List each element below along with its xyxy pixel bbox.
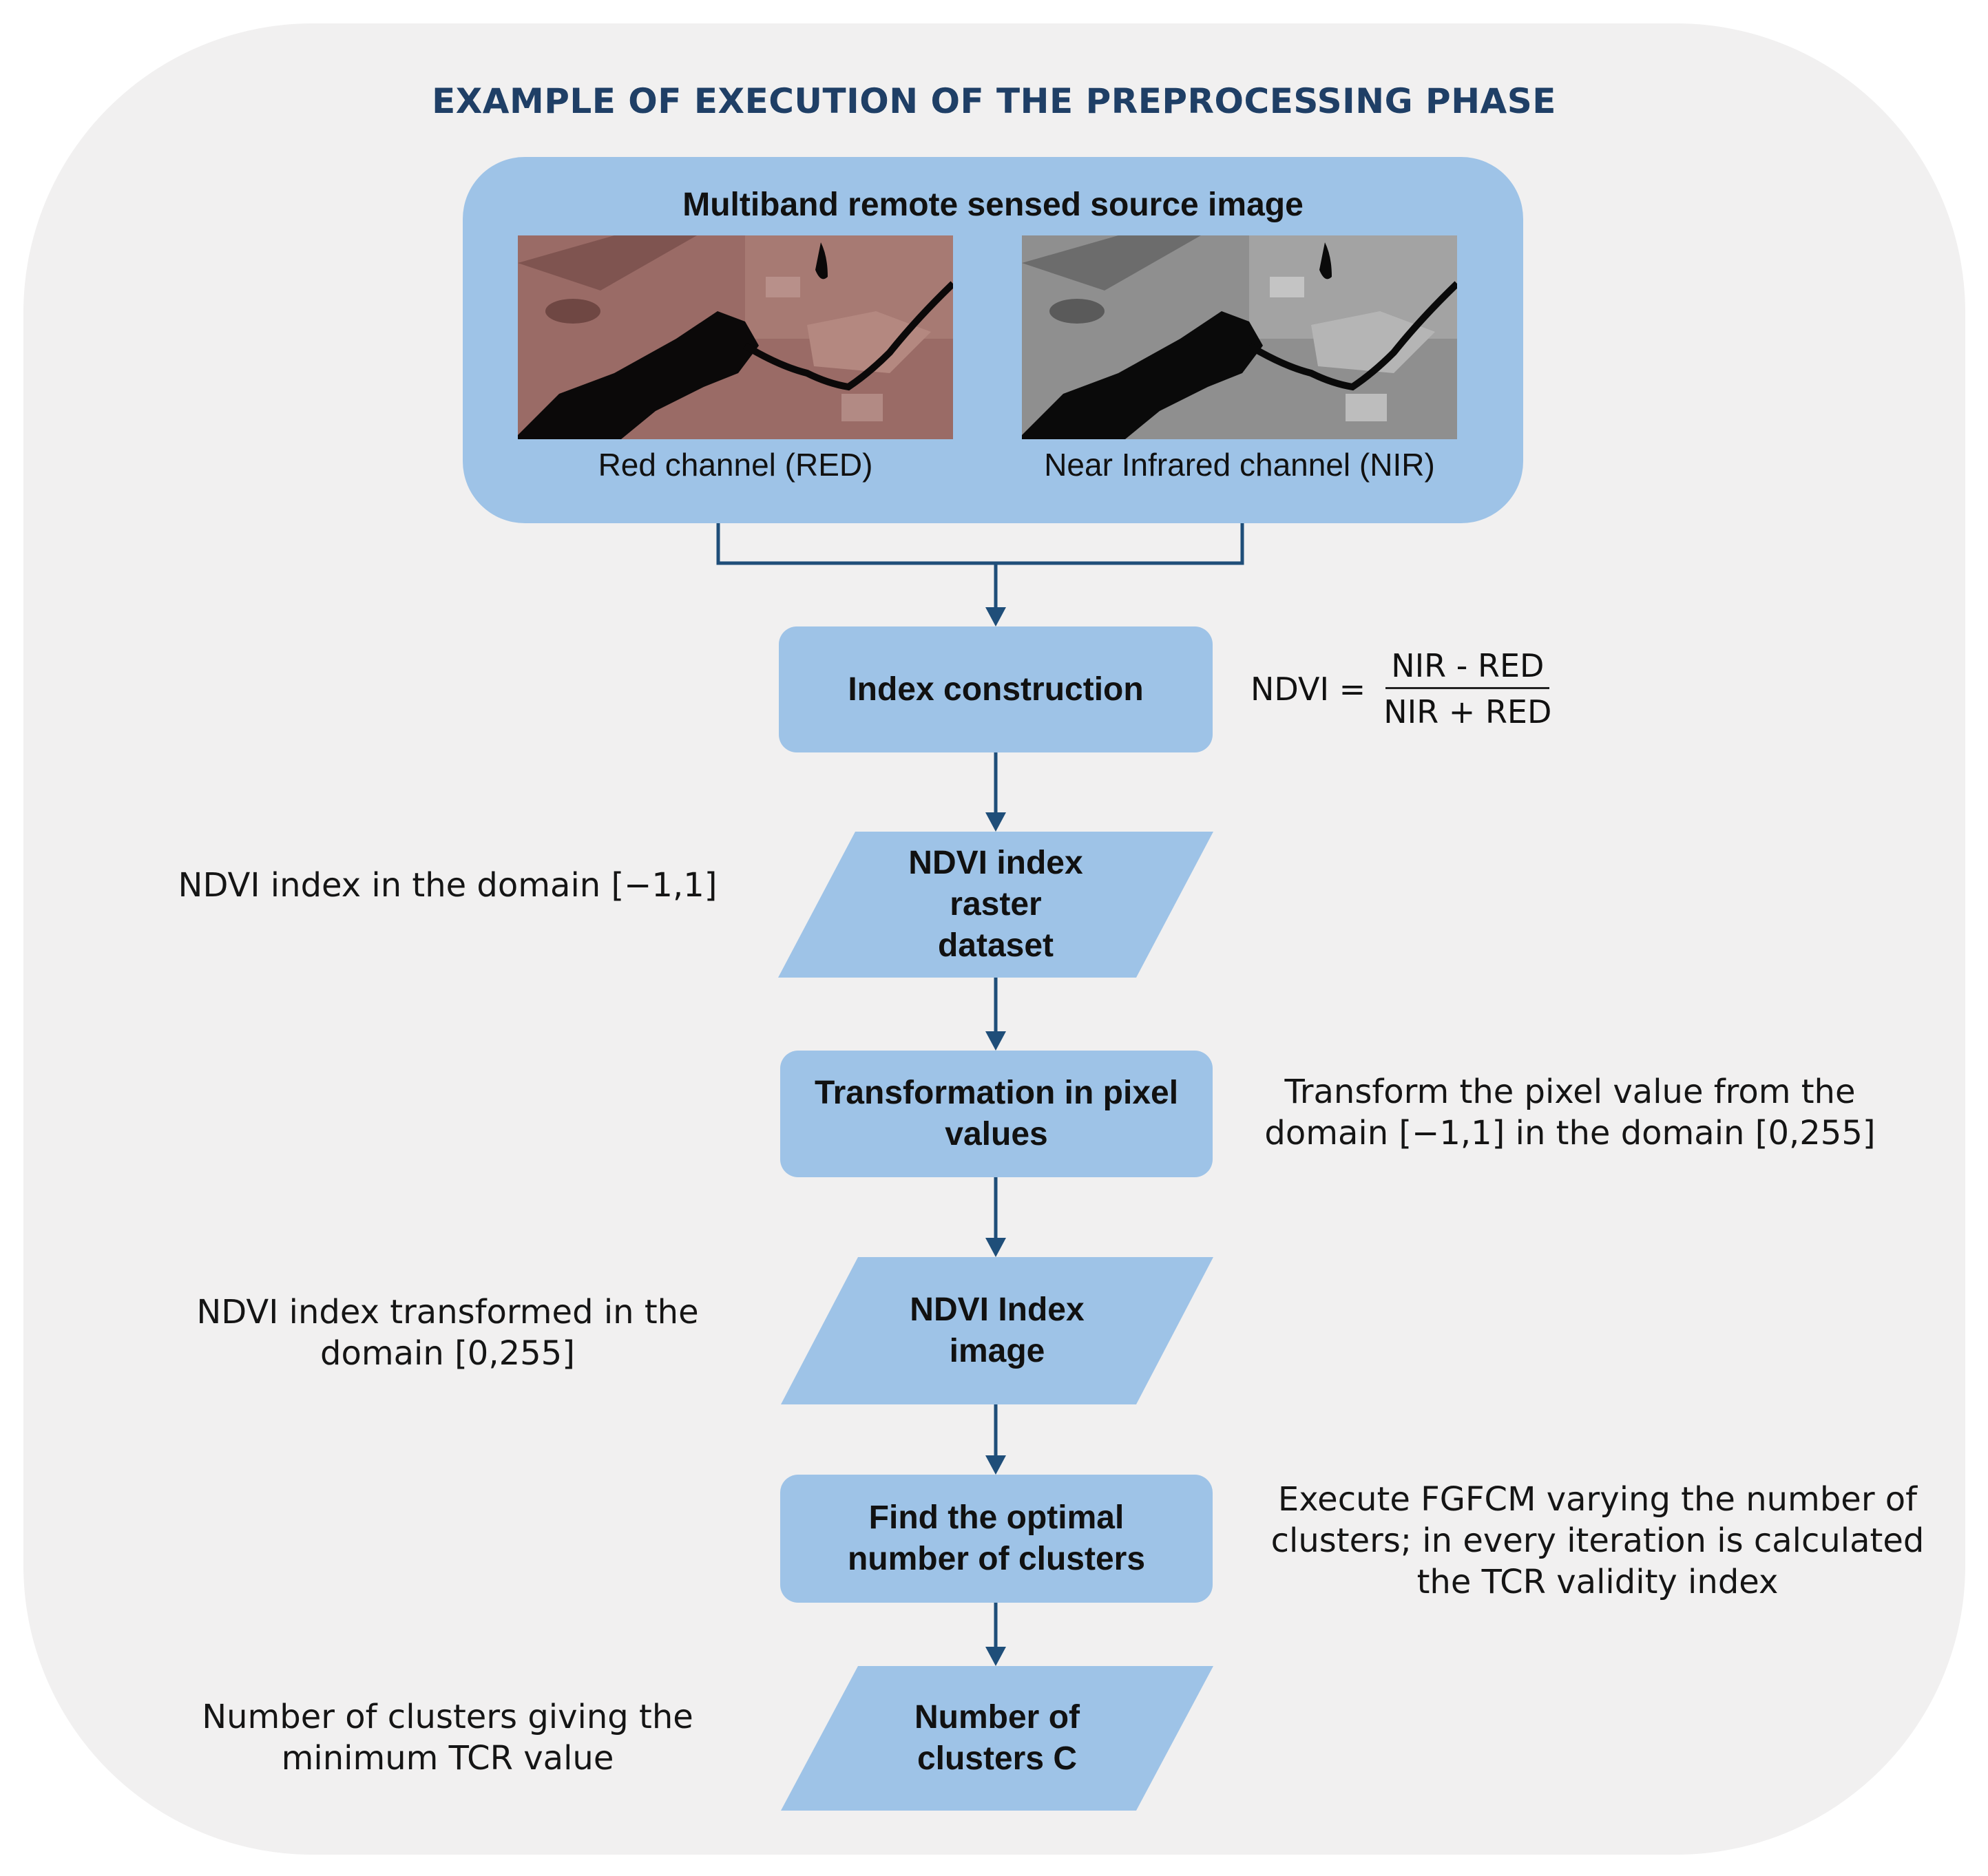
ndvi-transformed-note: NDVI index transformed in the domain [0,… [165, 1292, 730, 1374]
formula-lhs: NDVI = [1251, 670, 1366, 708]
source-image-panel: Multiband remote sensed source image [463, 157, 1523, 523]
transform-note-line1: Transform the pixel value from the [1284, 1073, 1856, 1111]
transform-note-line2: domain [−1,1] in the domain [0,255] [1264, 1114, 1876, 1152]
clusters-result-label-line2: clusters C [917, 1740, 1078, 1777]
clusters-result-label-line1: Number of [914, 1699, 1080, 1736]
fgfcm-note: Execute FGFCM varying the number of clus… [1233, 1479, 1963, 1603]
source-image-title: Multiband remote sensed source image [682, 187, 1304, 223]
transformation-label-line2: values [945, 1116, 1048, 1152]
clusters-result-label: Number of clusters C [781, 1666, 1213, 1811]
find-optimal-label-line2: number of clusters [847, 1541, 1146, 1577]
red-channel-caption: Red channel (RED) [598, 447, 873, 483]
ndvi-image-label-line1: NDVI Index [910, 1292, 1085, 1328]
formula-fraction: NIR - RED NIR + RED [1378, 647, 1557, 730]
minimum-tcr-note-line1: Number of clusters giving the [202, 1698, 693, 1736]
formula-numerator: NIR - RED [1385, 647, 1550, 689]
transformation-label-line1: Transformation in pixel [814, 1075, 1179, 1111]
ndvi-domain-note: NDVI index in the domain [−1,1] [178, 866, 718, 905]
ndvi-image-shape [781, 1257, 1213, 1404]
index-construction-box: Index construction [779, 626, 1213, 752]
nir-channel-caption: Near Infrared channel (NIR) [1044, 447, 1435, 483]
clusters-result-shape [781, 1666, 1213, 1811]
ndvi-raster-label-line1: NDVI index [908, 845, 1083, 881]
fgfcm-note-line3: the TCR validity index [1416, 1563, 1779, 1601]
red-channel-image [518, 235, 953, 439]
formula-denominator: NIR + RED [1383, 693, 1552, 730]
ndvi-raster-label-line3: dataset [937, 927, 1054, 964]
index-construction-label: Index construction [848, 671, 1144, 708]
ndvi-raster-shape [778, 832, 1213, 978]
nir-channel-image [1022, 235, 1457, 439]
ndvi-raster-label-line2: raster [950, 886, 1042, 923]
ndvi-image-label: NDVI Index image [781, 1257, 1213, 1404]
ndvi-transformed-note-line2: domain [0,255] [320, 1334, 575, 1373]
minimum-tcr-note: Number of clusters giving the minimum TC… [165, 1696, 730, 1779]
diagram-title: EXAMPLE OF EXECUTION OF THE PREPROCESSIN… [432, 81, 1556, 121]
minimum-tcr-note-line2: minimum TCR value [281, 1739, 614, 1778]
ndvi-raster-label: NDVI index raster dataset [778, 832, 1213, 978]
transformation-box: Transformation in pixel values [780, 1051, 1213, 1177]
ndvi-image-label-line2: image [949, 1333, 1045, 1369]
source-merge-connector [716, 499, 1244, 565]
fgfcm-note-line1: Execute FGFCM varying the number of [1277, 1480, 1918, 1519]
fgfcm-note-line2: clusters; in every iteration is calculat… [1270, 1521, 1925, 1560]
transform-note: Transform the pixel value from the domai… [1239, 1071, 1901, 1154]
find-optimal-label-line1: Find the optimal [868, 1499, 1124, 1536]
ndvi-formula: NDVI = NIR - RED NIR + RED [1251, 647, 1557, 730]
find-optimal-box: Find the optimal number of clusters [780, 1475, 1213, 1603]
ndvi-transformed-note-line1: NDVI index transformed in the [196, 1293, 699, 1331]
